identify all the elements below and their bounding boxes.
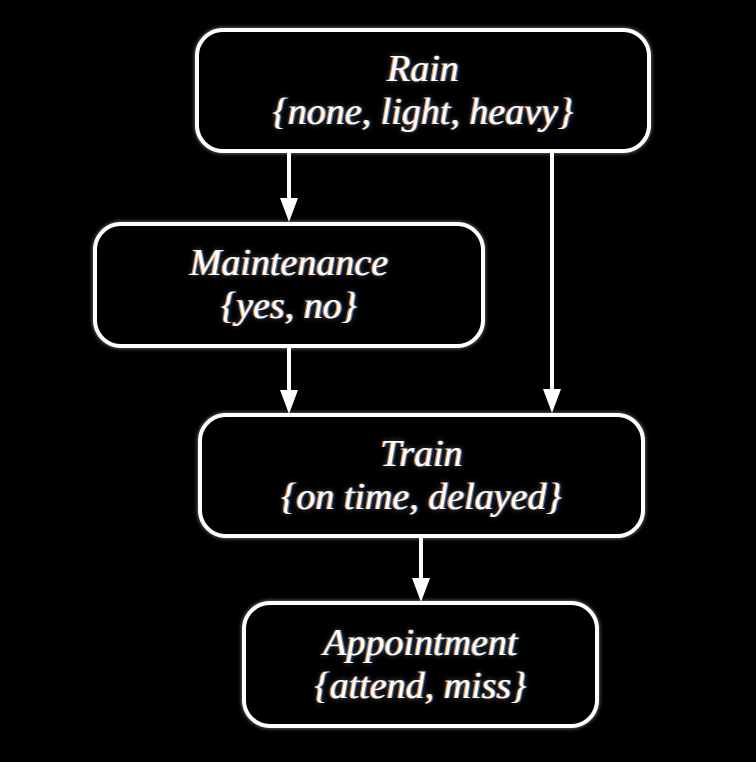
node-appointment[interactable]: Appointment {attend, miss} — [242, 601, 599, 728]
node-rain-label: Rain — [387, 47, 459, 90]
node-maintenance[interactable]: Maintenance {yes, no} — [93, 222, 485, 348]
node-appointment-states: {attend, miss} — [314, 664, 527, 707]
edge-maintenance-to-train — [268, 345, 310, 417]
arrow-down-icon — [280, 198, 298, 222]
edge-rain-to-maintenance — [268, 150, 310, 226]
node-train-states: {on time, delayed} — [281, 475, 562, 518]
node-maintenance-label: Maintenance — [189, 242, 389, 285]
arrow-down-icon — [543, 389, 561, 413]
node-train-label: Train — [380, 432, 463, 475]
node-rain[interactable]: Rain {none, light, heavy} — [195, 28, 651, 153]
node-train[interactable]: Train {on time, delayed} — [198, 413, 645, 538]
node-appointment-label: Appointment — [323, 621, 518, 664]
edge-rain-to-train — [531, 150, 573, 416]
arrow-down-icon — [412, 578, 430, 602]
arrow-down-icon — [280, 390, 298, 414]
node-rain-states: {none, light, heavy} — [272, 90, 574, 133]
edge-train-to-appointment — [400, 535, 442, 605]
node-maintenance-states: {yes, no} — [221, 285, 357, 327]
